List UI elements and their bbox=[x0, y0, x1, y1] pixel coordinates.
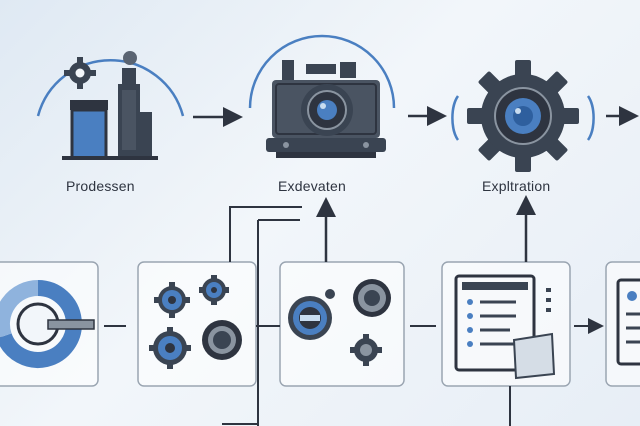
stage-label-processing: Prodessen bbox=[66, 178, 135, 194]
stage-exploration bbox=[451, 60, 595, 172]
gear-cluster-icon bbox=[149, 275, 242, 369]
factory-icon bbox=[62, 51, 158, 160]
ring-chart-icon bbox=[0, 279, 95, 368]
camera-machine-icon bbox=[266, 60, 386, 158]
stage-label-exploration: Expltration bbox=[482, 178, 551, 194]
document-icon bbox=[616, 278, 640, 366]
stage-arc bbox=[36, 58, 185, 117]
stage-arc bbox=[451, 95, 460, 141]
stage-arc bbox=[248, 34, 396, 109]
stage-arc bbox=[586, 95, 595, 141]
stage-excavation bbox=[248, 34, 396, 158]
checklist-document-icon bbox=[454, 274, 556, 380]
connector-line bbox=[229, 206, 302, 262]
gear-icon bbox=[467, 60, 579, 172]
module-box bbox=[137, 261, 257, 387]
gear-target-icon bbox=[288, 279, 391, 366]
stage-label-excavation: Exdevaten bbox=[278, 178, 346, 194]
stage-processing bbox=[36, 51, 185, 160]
